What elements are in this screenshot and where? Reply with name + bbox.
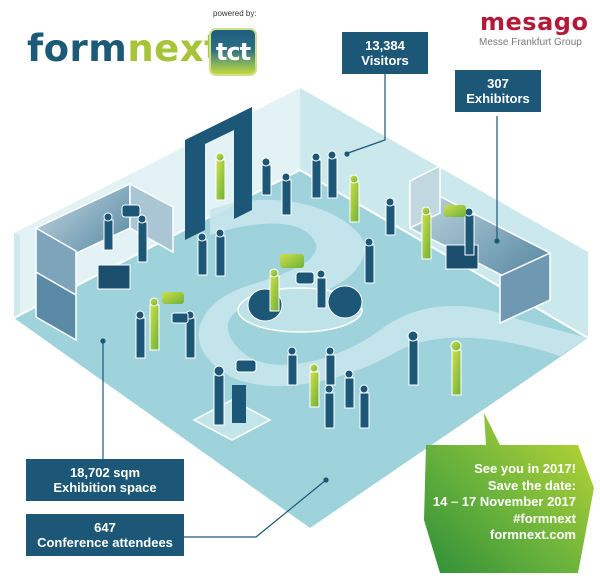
conference-stat-box: 647 Conference attendees (26, 514, 184, 556)
connector-lines (100, 73, 500, 538)
visitors-label: Visitors (361, 53, 409, 68)
mesago-logo: mesago (480, 8, 589, 36)
tct-logo: tct (209, 28, 257, 76)
save-the-date-callout: See you in 2017! Save the date: 14 – 17 … (433, 461, 576, 544)
conference-label: Conference attendees (37, 535, 173, 550)
powered-by-label: powered by: (213, 9, 257, 18)
exhibitors-label: Exhibitors (466, 91, 530, 106)
conference-value: 647 (94, 520, 116, 535)
callout-website: formnext.com (490, 527, 576, 542)
exhibition-space-label: Exhibition space (53, 480, 157, 495)
visitors-value: 13,384 (365, 38, 405, 53)
callout-date: 14 – 17 November 2017 (432, 494, 576, 509)
speech-bubbles (121, 204, 466, 373)
exhibition-space-value: 18,702 sqm (69, 465, 141, 480)
visitors-stat-box: 13,384 Visitors (342, 32, 428, 74)
entrance-door-icon (185, 107, 252, 240)
formnext-logo-part1: form (27, 27, 128, 70)
mesago-subtitle: Messe Frankfurt Group (479, 37, 582, 48)
save-the-date-callout-shape (424, 413, 594, 573)
callout-hashtag: #formnext (513, 510, 576, 526)
visitor-figures (103, 150, 475, 429)
exhibitors-value: 307 (487, 76, 509, 91)
exhibitors-stat-box: 307 Exhibitors (455, 70, 541, 112)
left-booth (35, 182, 174, 342)
hall-floor (14, 170, 588, 528)
callout-line-1: See you in 2017! (474, 461, 576, 476)
exhibition-space-stat-box: 18,702 sqm Exhibition space (26, 459, 184, 501)
callout-line-2: Save the date: (487, 477, 576, 493)
formnext-logo-part2: next (127, 27, 223, 70)
formnext-logo: formnext (27, 30, 222, 67)
